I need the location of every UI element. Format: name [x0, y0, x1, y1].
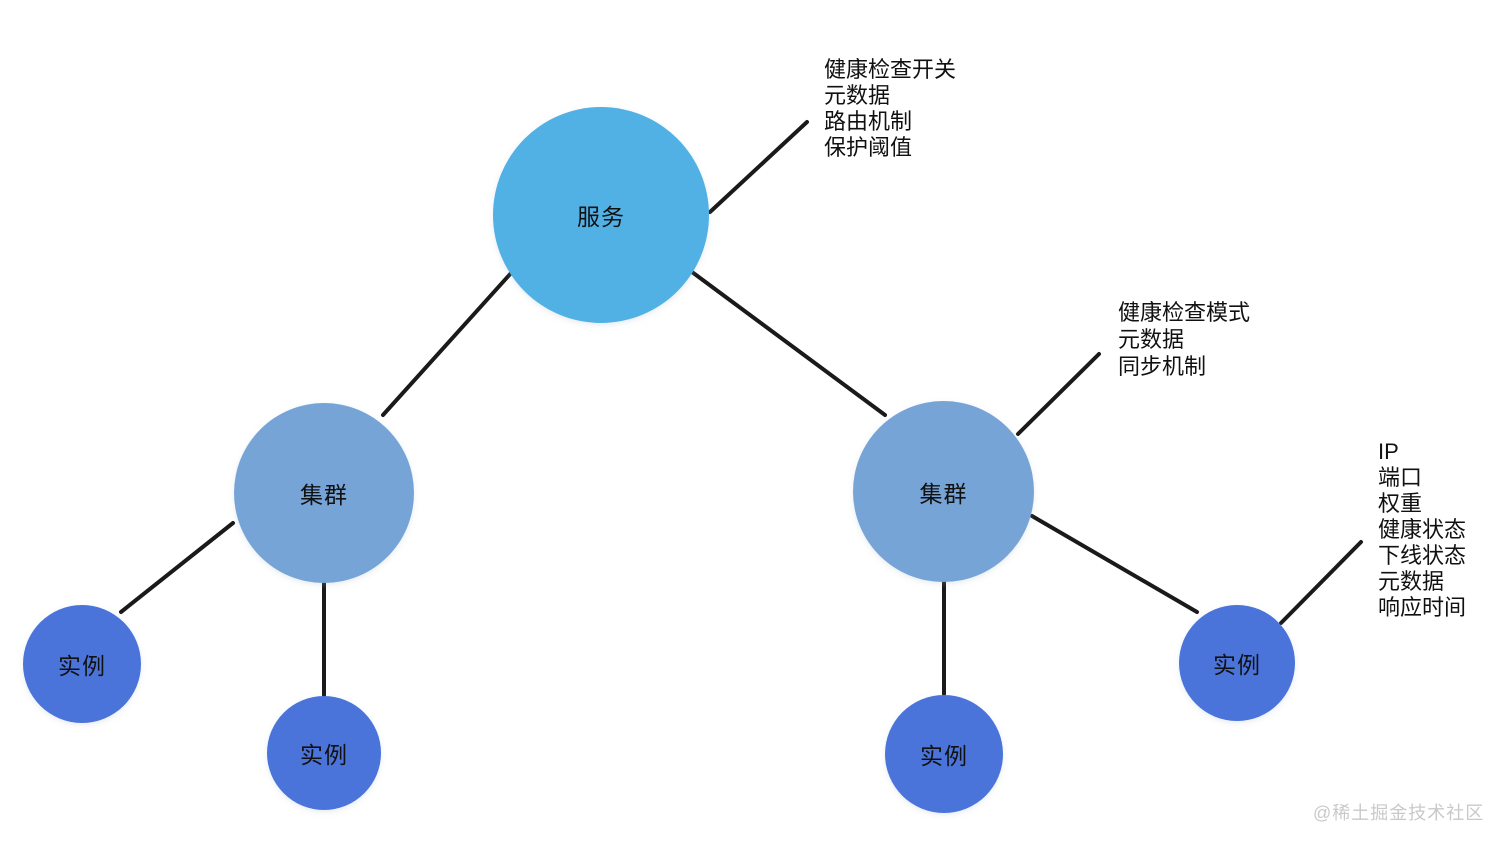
service-node: 服务 [493, 107, 709, 323]
annotation-line: 元数据 [1378, 569, 1445, 594]
annotation-line: 路由机制 [824, 109, 913, 134]
instance-node-middle: 实例 [885, 695, 1003, 813]
cluster-node-left-label: 集群 [300, 482, 348, 508]
instance-node-left-1: 实例 [23, 605, 141, 723]
annotation-line: 下线状态 [1378, 543, 1467, 568]
cluster-properties-annotation: 健康检查模式 元数据 同步机制 [1118, 299, 1250, 380]
edge-cluster-left-to-instance-1 [119, 521, 235, 614]
instance-node-right: 实例 [1179, 605, 1295, 721]
annotation-line: 权重 [1378, 491, 1423, 516]
service-properties-annotation: 健康检查开关 元数据 路由机制 保护阈值 [824, 57, 956, 161]
edge-cluster-right-to-instance-r [1030, 514, 1199, 614]
edge-service-to-annotation [708, 120, 809, 214]
service-node-label: 服务 [577, 204, 625, 230]
edge-cluster-right-to-annotation [1016, 352, 1101, 436]
annotation-line: 端口 [1378, 465, 1423, 490]
edge-instance-right-to-annotation [1279, 540, 1363, 625]
annotation-line: 健康状态 [1378, 517, 1467, 542]
instance-node-left-1-label: 实例 [58, 653, 106, 679]
cluster-node-right-label: 集群 [919, 480, 968, 507]
annotation-line: 元数据 [824, 83, 891, 108]
cluster-node-left: 集群 [234, 403, 414, 583]
instance-node-left-2: 实例 [267, 696, 381, 810]
annotation-line: 响应时间 [1378, 595, 1467, 620]
annotation-line: 健康检查模式 [1118, 300, 1251, 325]
watermark-text: @稀土掘金技术社区 [1313, 803, 1485, 823]
annotation-line: IP [1378, 439, 1399, 464]
cluster-node-right: 集群 [853, 401, 1034, 582]
instance-node-left-2-label: 实例 [300, 742, 348, 768]
instance-node-middle-label: 实例 [920, 743, 968, 769]
annotation-line: 元数据 [1118, 327, 1185, 352]
edge-service-to-cluster-right [690, 270, 887, 417]
edge-service-to-cluster-left [381, 270, 514, 417]
annotation-line: 同步机制 [1118, 354, 1207, 379]
annotation-line: 保护阈值 [824, 135, 913, 160]
instance-node-right-label: 实例 [1213, 652, 1261, 678]
annotation-line: 健康检查开关 [824, 57, 957, 82]
instance-properties-annotation: IP 端口 权重 健康状态 下线状态 元数据 响应时间 [1378, 439, 1466, 621]
